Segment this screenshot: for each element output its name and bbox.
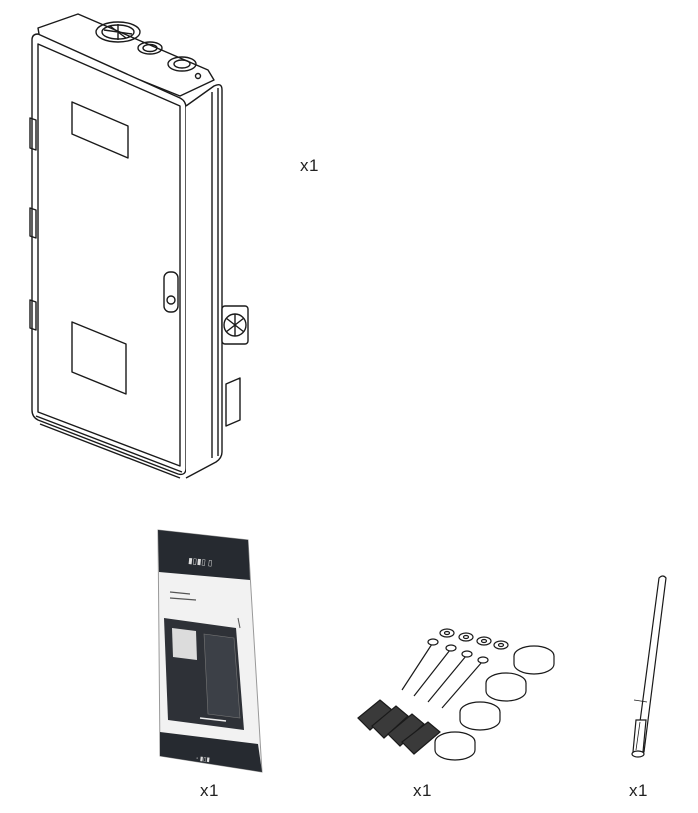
svg-text:▮▯▮▯ ▯: ▮▯▮▯ ▯ — [188, 556, 213, 567]
svg-text:◦ ▮▯▮: ◦ ▮▯▮ — [196, 756, 210, 763]
enclosure-quantity: x1 — [300, 156, 319, 175]
manual-quantity: x1 — [200, 781, 219, 800]
mounting-kit-quantity: x1 — [413, 781, 432, 800]
antenna-quantity: x1 — [629, 781, 648, 800]
